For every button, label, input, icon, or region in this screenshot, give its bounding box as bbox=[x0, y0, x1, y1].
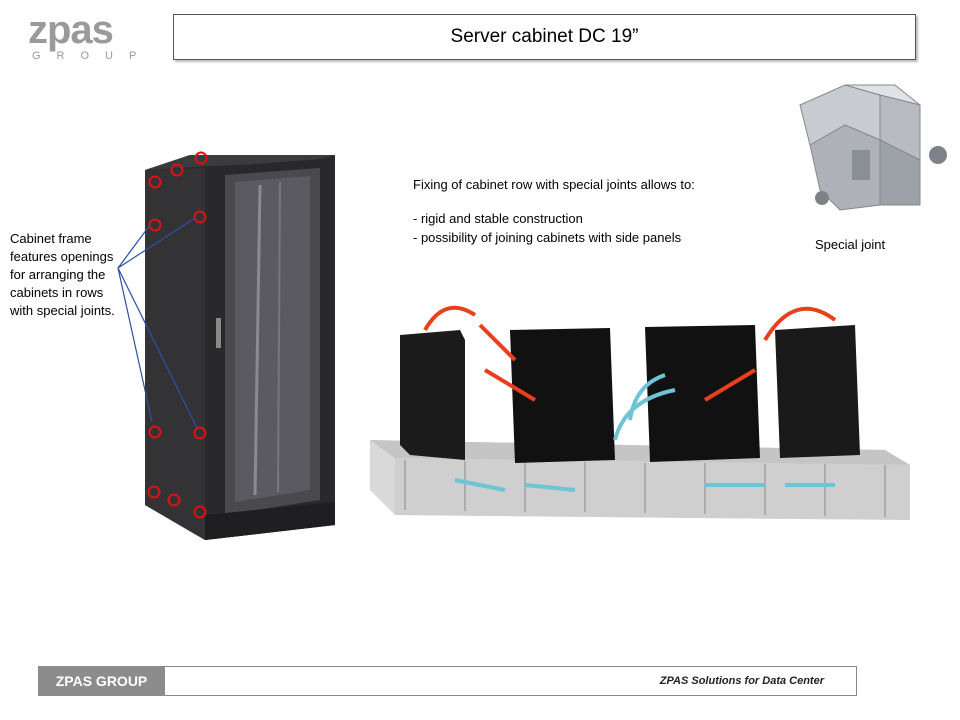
footer-tagline: ZPAS Solutions for Data Center bbox=[659, 675, 824, 687]
special-joint-caption: Special joint bbox=[815, 237, 886, 252]
slide-title-text: Server cabinet DC 19” bbox=[450, 26, 639, 47]
logo-subline: GROUP bbox=[32, 50, 153, 62]
server-cabinet-image bbox=[145, 151, 335, 540]
footer-bar bbox=[38, 666, 857, 696]
zpas-logo: zpas GROUP bbox=[28, 10, 148, 62]
fixing-item: - possibility of joining cabinets with s… bbox=[413, 230, 682, 245]
fixing-intro: Fixing of cabinet row with special joint… bbox=[413, 177, 695, 192]
footer-badge: ZPAS GROUP bbox=[38, 666, 165, 696]
fixing-description: Fixing of cabinet row with special joint… bbox=[413, 175, 773, 247]
data-center-airflow-image bbox=[370, 305, 910, 520]
slide-title: Server cabinet DC 19” bbox=[173, 14, 916, 60]
logo-wordmark: zpas bbox=[28, 8, 114, 52]
fixing-item: - rigid and stable construction bbox=[413, 211, 583, 226]
cabinet-frame-note: Cabinet frame features openings for arra… bbox=[10, 231, 115, 318]
special-joint-image bbox=[799, 84, 947, 211]
